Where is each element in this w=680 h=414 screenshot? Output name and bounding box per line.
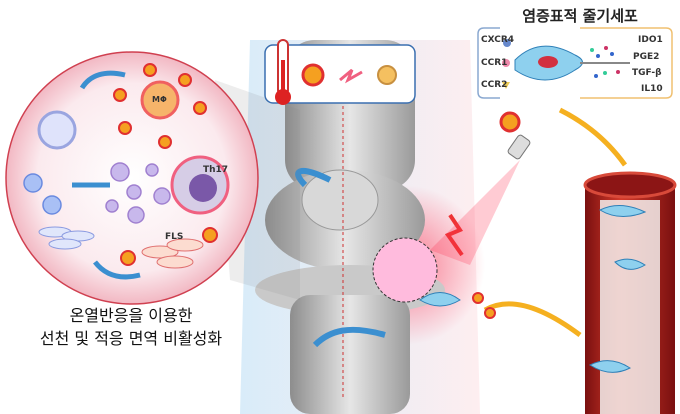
receptor-label: CXCR4 <box>481 35 515 45</box>
flashlight-icon <box>430 111 531 265</box>
inactive-fls-cells <box>38 226 95 250</box>
factor-label: TGF-β <box>632 68 662 78</box>
cytokine-star-icons <box>113 63 218 266</box>
immune-cells-circle <box>5 51 259 305</box>
factor-label: PGE2 <box>633 52 660 62</box>
macrophage-label: MΦ <box>152 95 167 104</box>
heat-lightning-icon <box>339 68 363 84</box>
factor-label: IL10 <box>641 84 663 94</box>
th17-label: Th17 <box>203 165 229 175</box>
blood-vessel <box>583 171 677 414</box>
zoom-lens-circle <box>372 237 438 303</box>
curved-arrow-icon <box>295 167 332 188</box>
migration-arrow-icon <box>558 107 628 167</box>
inactive-cytokine-icon <box>377 65 397 85</box>
stem-cell-panel-title: 염증표적 줄기세포 <box>522 7 638 25</box>
t-cells <box>105 162 171 224</box>
receptor-label: CCR2 <box>481 80 508 90</box>
receptor-label: CCR1 <box>481 58 508 68</box>
inactive-t-cells <box>23 173 62 215</box>
factor-label: IDO1 <box>638 35 663 45</box>
arrow-icon <box>79 70 126 90</box>
stem-cell-panel <box>477 27 673 99</box>
active-cytokine-icon <box>301 63 325 87</box>
migration-arrow-icon <box>483 301 582 338</box>
fls-cells <box>141 238 204 269</box>
fls-label: FLS <box>165 232 184 242</box>
arrow-icon <box>93 260 141 280</box>
lightning-icon <box>444 213 464 257</box>
inactive-macrophage <box>37 110 77 150</box>
knee-joint <box>240 40 485 414</box>
migrating-stem-cell <box>419 292 461 307</box>
macrophage-cell <box>140 80 180 120</box>
caption-line-2: 선천 및 적응 면역 비활성화 <box>39 329 223 348</box>
thermometer-box <box>264 39 416 105</box>
caption-line-1: 온열반응을 이용한 <box>69 306 193 325</box>
curved-arrow-icon <box>312 326 386 348</box>
